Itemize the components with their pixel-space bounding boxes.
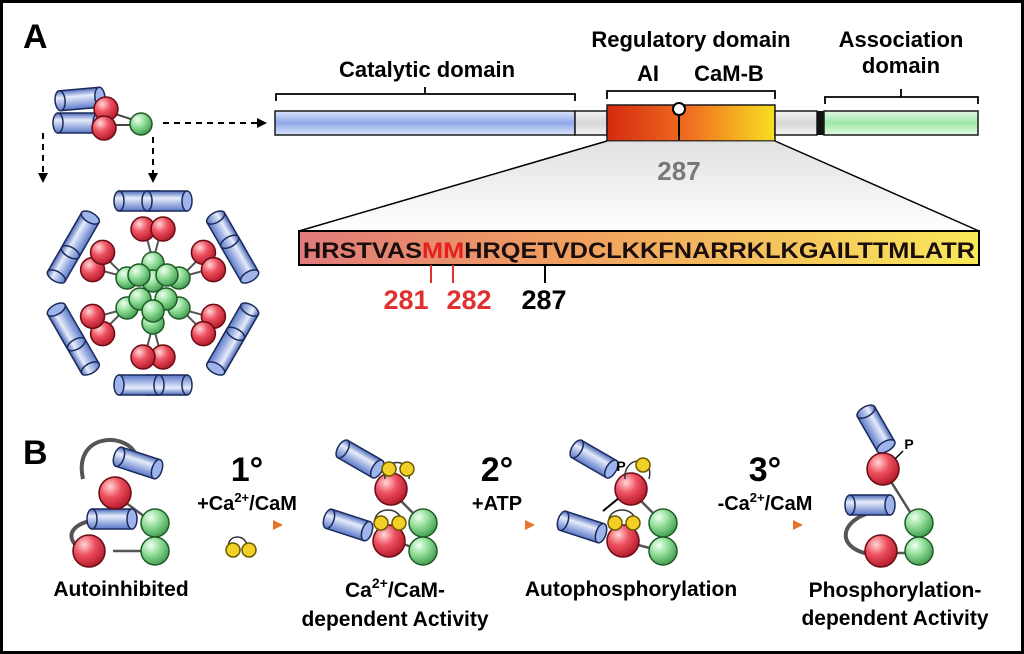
step-2-number: 2° xyxy=(481,451,514,489)
association-domain-label-1: Association xyxy=(839,27,964,52)
regulatory-subunit xyxy=(79,303,106,330)
association-hub-subunit xyxy=(141,299,165,323)
holoenzyme-ring xyxy=(44,190,262,396)
caption-phospho-dependent-2: dependent Activity xyxy=(801,607,988,630)
camb-label: CaM-B xyxy=(694,61,764,86)
catalytic-domain-label: Catalytic domain xyxy=(339,57,515,82)
step-3-number: 3° xyxy=(749,451,782,489)
step-3-condition: -Ca2+/CaM xyxy=(718,490,813,515)
kinase-domain-cylinder xyxy=(44,299,89,355)
sequence-segment-mm: MM xyxy=(422,238,464,263)
regulatory-subunit xyxy=(89,239,116,266)
step-1-condition: +Ca2+/CaM xyxy=(197,490,297,515)
dashed-arrows xyxy=(38,118,267,183)
regulatory-domain-label: Regulatory domain xyxy=(591,27,790,52)
caption-autoinhibited: Autoinhibited xyxy=(53,578,188,601)
regulatory-subunit xyxy=(190,320,217,347)
panel-label-a: A xyxy=(23,18,48,56)
regulatory-subunit xyxy=(150,216,176,242)
sequence-box xyxy=(298,230,980,266)
state-cam-dependent-diagram xyxy=(320,437,438,566)
figure-canvas: A Catalytic domain Regulatory domain AI … xyxy=(23,18,989,631)
residue-287-label: 287 xyxy=(521,285,566,315)
caption-autophosphorylation: Autophosphorylation xyxy=(525,578,737,601)
sequence-segment-1: HRSTVAS xyxy=(303,238,422,263)
phospho-label-1: P xyxy=(616,458,625,474)
state-phospho-dependent-diagram xyxy=(843,401,934,568)
kinase-domain-cylinder xyxy=(141,190,193,212)
ai-label: AI xyxy=(637,61,659,86)
regulatory-subunit xyxy=(130,344,156,370)
association-hub-subunit xyxy=(127,263,151,287)
caption-cam-dependent-2: dependent Activity xyxy=(301,608,488,631)
state-autophosphorylation-diagram xyxy=(554,437,678,566)
sequence-ticks xyxy=(430,265,546,283)
association-hub-subunit xyxy=(155,263,179,287)
residue-282-label: 282 xyxy=(446,285,491,315)
kinase-domain-cylinder xyxy=(217,231,262,287)
kinase-domain-cylinder xyxy=(113,374,165,396)
state-autoinhibited-diagram xyxy=(69,437,170,568)
residue-281-label: 281 xyxy=(383,285,428,315)
subunit-icon xyxy=(52,86,153,141)
step-1-number: 1° xyxy=(231,451,264,489)
association-domain-label-2: domain xyxy=(862,53,940,78)
regulatory-subunit xyxy=(200,256,227,283)
phospho-label-2: P xyxy=(904,436,913,452)
domain-bar xyxy=(274,87,979,142)
calmodulin-icon xyxy=(225,536,257,558)
panel-label-b: B xyxy=(23,434,48,472)
step-2-condition: +ATP xyxy=(472,493,522,515)
caption-cam-dependent-1: Ca2+/CaM- xyxy=(345,575,445,602)
sequence-segment-3: HRQETVDCLKKFNARRKLKGAILTTMLATR xyxy=(464,238,975,263)
caption-phospho-dependent-1: Phosphorylation- xyxy=(809,579,982,602)
zoom-wedge xyxy=(298,140,980,232)
